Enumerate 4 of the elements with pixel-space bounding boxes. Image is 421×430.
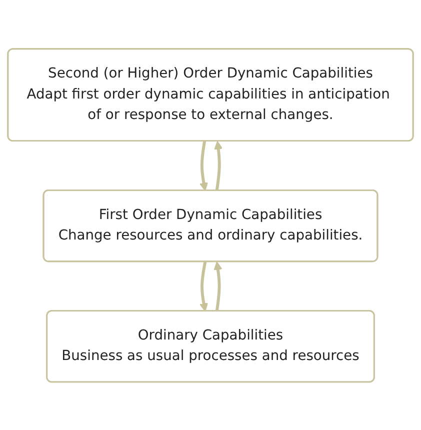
arrow: [199, 140, 208, 191]
arrow: [199, 261, 208, 312]
arrow: [214, 140, 223, 190]
arrow: [214, 261, 222, 312]
